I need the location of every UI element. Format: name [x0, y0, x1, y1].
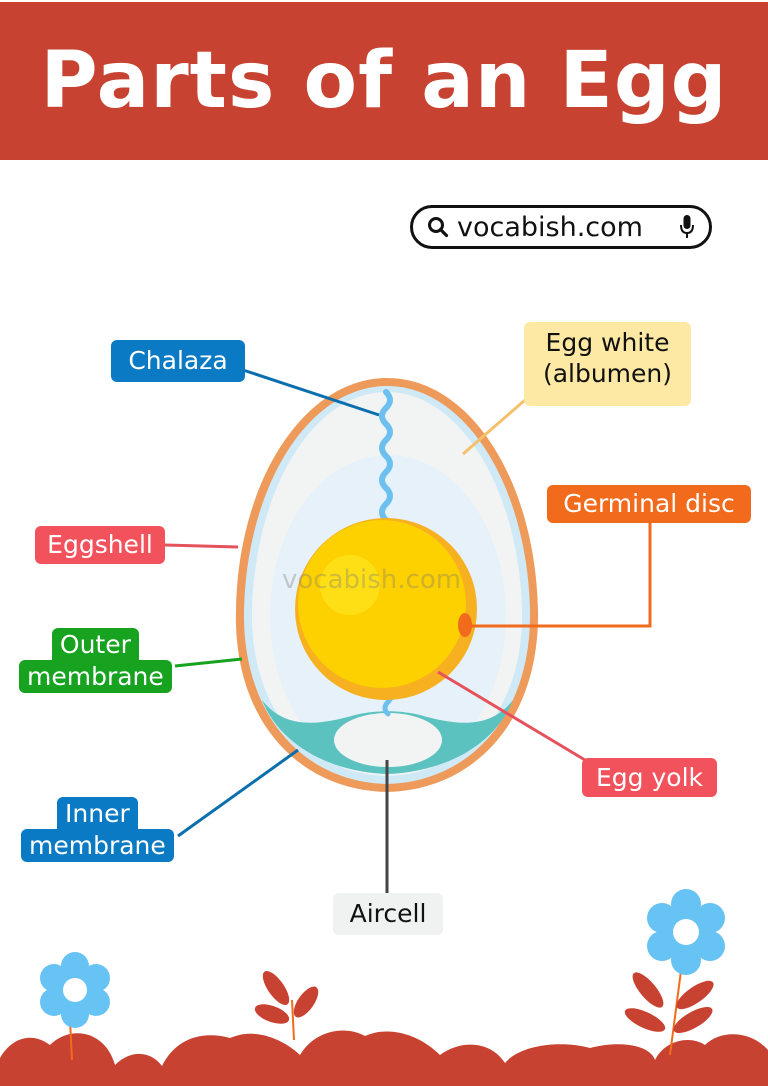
egg-white-leader-line — [462, 398, 526, 456]
label-egg-white-line2: (albumen) — [542, 359, 673, 389]
label-eggshell: Eggshell — [35, 526, 165, 564]
label-chalaza: Chalaza — [111, 340, 245, 382]
inner-membrane-leader-line — [177, 748, 299, 838]
label-outer-membrane-line1: Outer — [51, 628, 139, 661]
right-flower-icon — [647, 889, 725, 975]
label-egg-white: Egg white (albumen) — [524, 322, 691, 406]
left-flower-icon — [40, 952, 110, 1028]
label-inner-membrane-line2: membrane — [21, 829, 174, 862]
label-germinal-disc: Germinal disc — [547, 485, 751, 523]
website-search-pill: vocabish.com — [410, 205, 712, 249]
search-icon — [428, 217, 449, 238]
eggshell-leader-line — [164, 543, 239, 549]
label-aircell: Aircell — [333, 893, 443, 935]
label-egg-yolk: Egg yolk — [582, 758, 717, 797]
germinal-disc-leader-line — [470, 522, 652, 628]
label-inner-membrane: Inner membrane — [21, 797, 174, 862]
right-plant-leaves — [624, 972, 714, 1033]
label-outer-membrane-line2: membrane — [19, 660, 172, 693]
egg-yolk-leader-line — [437, 670, 586, 762]
ground-hills — [0, 1030, 768, 1086]
germinal-disc-shape — [458, 613, 472, 637]
page-title: Parts of an Egg — [40, 36, 728, 126]
label-outer-membrane: Outer membrane — [19, 628, 172, 693]
watermark-text: vocabish.com — [282, 565, 462, 595]
aircell-shape — [334, 713, 442, 767]
chalaza-leader-line — [242, 368, 380, 417]
label-egg-white-line1: Egg white — [545, 328, 670, 357]
yolk-inner-shape — [298, 520, 466, 688]
website-text: vocabish.com — [457, 211, 643, 243]
microphone-icon — [680, 215, 694, 238]
chalaza-top-shape — [379, 389, 393, 523]
middle-sprout-icon — [254, 970, 319, 1041]
label-inner-membrane-line1: Inner — [57, 797, 138, 830]
yolk-highlight — [320, 555, 380, 615]
title-banner: Parts of an Egg — [0, 2, 768, 160]
outer-membrane-leader-line — [174, 657, 243, 668]
